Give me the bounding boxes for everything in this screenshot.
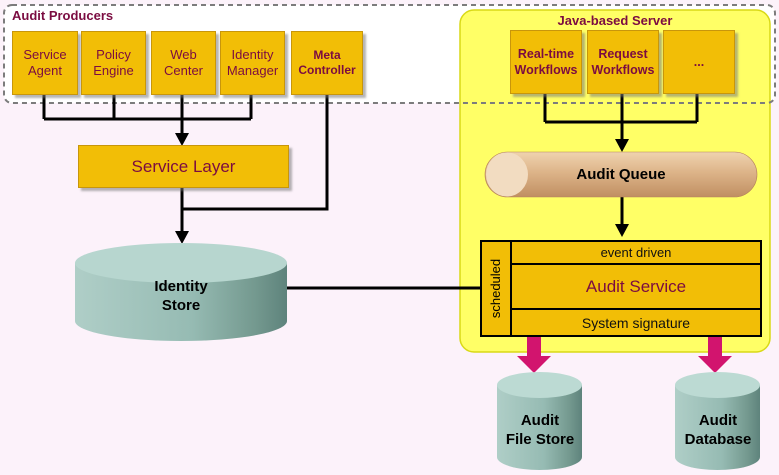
scheduled-label: scheduled [488,258,504,319]
audit-database-line2: Database [684,430,752,448]
box-realtime-workflows-label: Real-time Workflows [514,46,578,77]
arrow-to-service-layer [175,133,189,146]
box-request-workflows-label: Request Workflows [591,46,655,77]
audit-service-title-row: Audit Service [512,265,760,308]
event-driven-row: event driven [512,242,760,265]
box-other-workflows-label: ... [693,54,705,69]
magenta-arrow-database [698,337,732,373]
system-signature-label: System signature [581,314,691,331]
scheduled-strip: scheduled [480,240,512,337]
audit-database-cylinder [675,372,760,470]
box-policy-engine: Policy Engine [81,31,146,95]
box-request-workflows: Request Workflows [587,30,659,94]
arrow-to-identity-store [175,231,189,244]
identity-store-line1: Identity [154,278,208,295]
identity-store-line2: Store [161,296,201,314]
audit-database-line1: Audit [698,412,738,429]
system-signature-row: System signature [512,308,760,335]
box-meta-controller-label: Meta Controller [298,48,356,77]
audit-database-label: Audit Database [670,412,766,450]
audit-producers-title: Audit Producers [12,8,114,23]
arrow-to-audit-queue [615,139,629,152]
magenta-arrow-file-store [517,337,551,373]
box-service-agent-label: Service Agent [23,46,67,78]
service-layer-label: Service Layer [131,156,236,176]
box-meta-controller: Meta Controller [291,31,363,95]
box-other-workflows: ... [663,30,735,94]
box-policy-engine-label: Policy Engine [93,46,134,78]
box-identity-manager-label: Identity Manager [226,46,279,78]
box-realtime-workflows: Real-time Workflows [510,30,582,94]
box-web-center-label: Web Center [163,46,204,78]
event-driven-label: event driven [600,245,672,260]
identity-store-label: Identity Store [131,278,231,316]
audit-file-store-label: Audit File Store [492,412,588,450]
java-server-title: Java-based Server [557,13,673,28]
workflows-bus-lines [543,92,699,141]
audit-service-label: Audit Service [585,276,687,296]
producers-bus-lines [42,93,253,134]
box-service-agent: Service Agent [12,31,78,95]
meta-controller-line [182,93,329,211]
audit-file-store-cylinder [497,372,582,470]
audit-file-store-line1: Audit [520,412,560,429]
audit-file-store-line2: File Store [505,430,575,448]
audit-queue-label: Audit Queue [576,166,666,183]
identity-store-cylinder [75,243,287,341]
arrow-to-audit-service [615,224,629,237]
box-service-layer: Service Layer [78,145,289,188]
audit-service-box: event driven Audit Service System signat… [510,240,762,337]
audit-queue-cylinder [484,151,758,198]
box-web-center: Web Center [151,31,216,95]
box-identity-manager: Identity Manager [220,31,285,95]
